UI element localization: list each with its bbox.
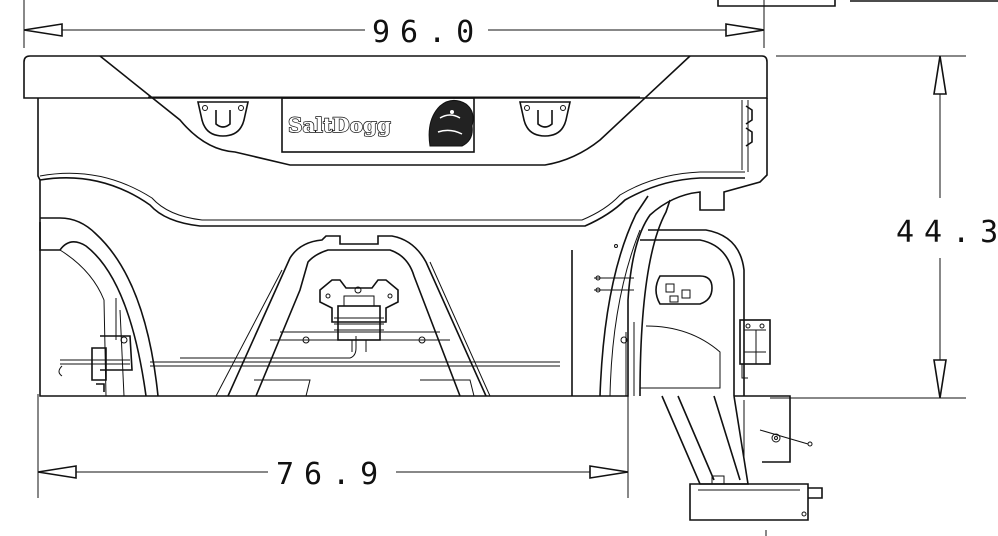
arrowhead-left	[37, 465, 77, 479]
dimension-height: 44.3	[770, 55, 998, 399]
control-panel	[594, 244, 771, 379]
dimension-label-44: 44.3	[896, 215, 998, 250]
lift-eye-left	[197, 101, 249, 137]
drive-motor	[319, 279, 399, 352]
saltdogg-logo: SaltDogg	[281, 97, 475, 153]
arrowhead-up	[933, 55, 947, 95]
dog-head-icon	[428, 100, 474, 147]
dimension-body-length: 76.9	[37, 394, 629, 498]
hopper-body	[23, 55, 768, 397]
arrowhead-left	[23, 23, 63, 37]
discharge-chute	[661, 395, 823, 536]
rear-fender	[39, 217, 159, 397]
upper-part-fragment	[717, 0, 836, 7]
arrowhead-right	[589, 465, 629, 479]
front-fender	[571, 195, 745, 397]
logo-text: SaltDogg	[288, 113, 391, 137]
dimension-overall-width: 96.0	[23, 0, 765, 50]
dimension-label-96: 96.0	[372, 15, 484, 50]
dimension-label-76: 76.9	[276, 457, 388, 492]
arrowhead-right	[725, 23, 765, 37]
arrowhead-down	[933, 359, 947, 399]
center-frame	[150, 235, 560, 397]
lift-eye-right	[519, 101, 571, 137]
